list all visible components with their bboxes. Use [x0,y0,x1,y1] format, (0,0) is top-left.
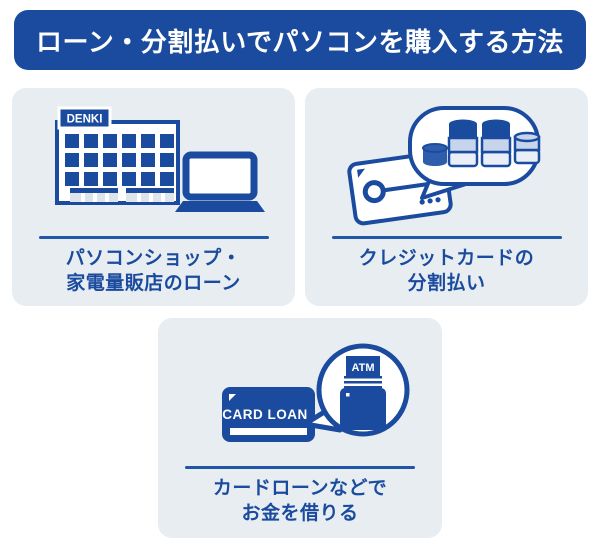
caption-line-1: カードローンなどで [212,478,388,499]
store-laptop-icon: DENKI [55,106,265,212]
loan-card-label: CARD LOAN [222,407,308,422]
coin-stack-tall-2 [480,119,512,168]
divider [38,236,269,239]
divider [185,466,415,469]
coin-stacks-icon [422,119,541,168]
card-cardloan-borrow: CARD LOAN ATM カードローンなどで [158,318,442,538]
store-sign-label: DENKI [67,114,103,126]
card-caption: パソコンショップ・ 家電量販店のローン [12,246,295,296]
caption-line-1: パソコンショップ・ [65,248,242,269]
caption-line-2: お金を借りる [241,503,359,525]
store-sign: DENKI [57,106,112,130]
card-shop-loan: DENKI パソコンショップ・ 家電量販店のローン [12,88,295,306]
atm-sign-label: ATM [351,362,374,374]
coin-stack-tall-1 [447,119,479,168]
cardloan-atm-icon: CARD LOAN ATM [222,343,410,442]
atm-machine-icon: ATM [340,356,386,430]
card-credit-installment: クレジットカードの 分割払い [305,88,588,306]
page-title: ローン・分割払いでパソコンを購入する方法 [36,26,564,57]
loan-card-icon: CARD LOAN [222,387,315,442]
card-corner-mark [357,168,365,178]
card-caption: カードローンなどで お金を借りる [158,476,442,526]
caption-line-2: 分割払い [407,273,486,295]
divider [331,236,562,239]
store-building-icon: DENKI [55,106,180,205]
card-chip-icon [362,180,386,204]
card-corner-mark [229,394,236,401]
caption-line-1: クレジットカードの [358,248,535,269]
coin-stack-medium [513,131,541,165]
card-caption: クレジットカードの 分割払い [305,246,588,296]
coin-stack-small [422,143,448,166]
header-banner: ローン・分割払いでパソコンを購入する方法 [14,10,586,70]
laptop-icon [175,151,265,212]
caption-line-2: 家電量販店のローン [66,273,241,295]
atm-bubble-icon: ATM [302,343,410,437]
speech-bubble-icon [408,106,541,200]
credit-card-coins-icon [347,106,541,226]
